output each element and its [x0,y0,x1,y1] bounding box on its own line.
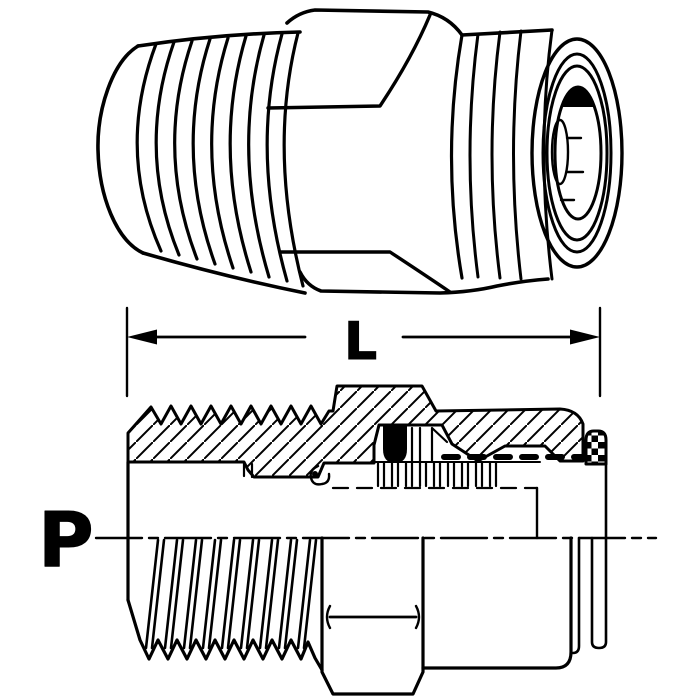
collet-sleeve [460,28,624,281]
section-body-hatched [126,384,585,479]
male-thread [96,30,307,295]
section-sleeve-exterior [421,462,608,670]
dimension-L: L [125,306,602,398]
bore-shadow [561,86,595,107]
external-view [96,8,624,295]
length-dimension-label: L [344,312,377,372]
o-ring [383,425,407,463]
arrowhead-right [570,329,600,345]
section-thread-exterior [126,538,324,672]
end-cap-knurl [584,429,608,466]
port-label: P [38,495,94,584]
section-hex-exterior [320,536,425,696]
collet-internals [309,426,585,540]
seal-pocket [309,464,331,486]
section-view: P [38,384,658,696]
hex-body [266,8,550,295]
arrowhead-left [127,329,157,345]
